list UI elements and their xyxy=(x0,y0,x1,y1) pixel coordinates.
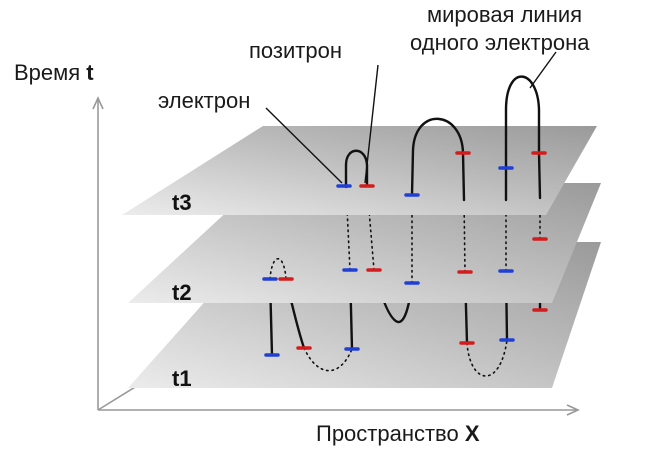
pointer-electron xyxy=(265,107,343,184)
worldline-t3-down-c xyxy=(537,151,542,200)
space-axis-label: Пространство X xyxy=(316,421,480,446)
worldline-label-line1: мировая линия xyxy=(427,2,582,27)
worldline-dotted-t2-loop xyxy=(269,258,287,280)
worldline-t3-loop-mid xyxy=(410,117,465,197)
positron-label: позитрон xyxy=(249,38,342,63)
markers-t3 xyxy=(336,151,547,197)
plane-label-t3: t3 xyxy=(172,190,192,215)
worldline-dotted-t1-left xyxy=(303,347,353,372)
plane-label-t1: t1 xyxy=(172,366,192,391)
worldline-t3-loop-tall xyxy=(504,75,541,170)
electron-label: электрон xyxy=(158,88,250,113)
markers-t1 xyxy=(264,308,548,357)
time-axis-label: Время t xyxy=(14,60,94,85)
worldline-t3-down-a xyxy=(461,151,466,202)
plane-label-t2: t2 xyxy=(172,280,192,305)
pointer-worldline xyxy=(529,51,557,89)
pointer-positron xyxy=(364,64,379,184)
markers-t2 xyxy=(262,237,548,285)
plane-t3 xyxy=(122,126,597,215)
worldline-dotted-t1-right xyxy=(466,339,508,377)
worldline-label-line2: одного электрона xyxy=(410,30,590,55)
